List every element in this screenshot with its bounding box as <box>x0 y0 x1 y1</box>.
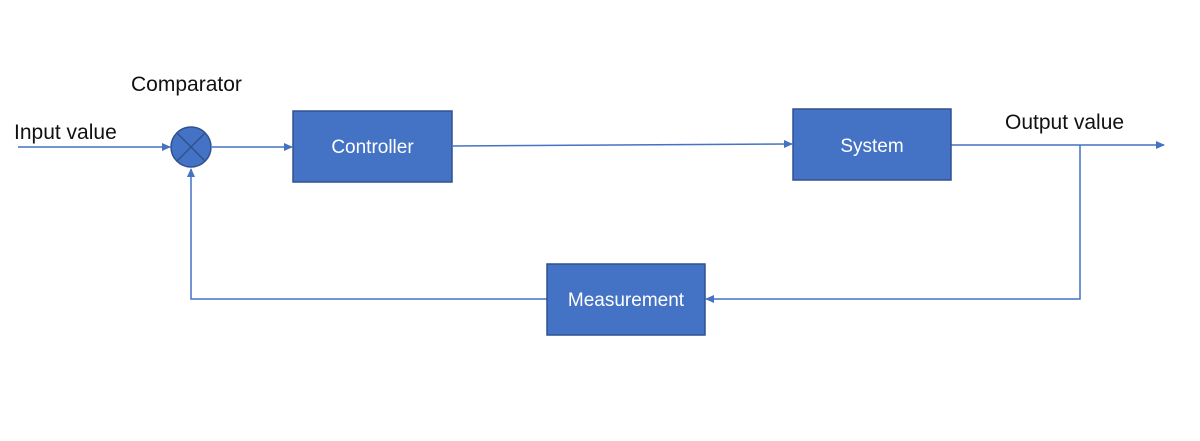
controller-to-system-arrow <box>452 140 793 149</box>
controller-block: Controller <box>292 110 453 183</box>
system-block: System <box>792 108 952 181</box>
controller-label: Controller <box>331 137 414 158</box>
measurement-label: Measurement <box>568 290 685 311</box>
feedback-to-measurement-arrow <box>705 145 1081 303</box>
system-label: System <box>840 136 903 157</box>
comparator-symbol <box>170 126 212 168</box>
measurement-to-comparator-arrow <box>187 168 547 300</box>
measurement-block: Measurement <box>546 263 706 336</box>
input-label: Input value <box>14 121 117 144</box>
comparator-label: Comparator <box>131 73 242 96</box>
output-label: Output value <box>1005 111 1124 134</box>
